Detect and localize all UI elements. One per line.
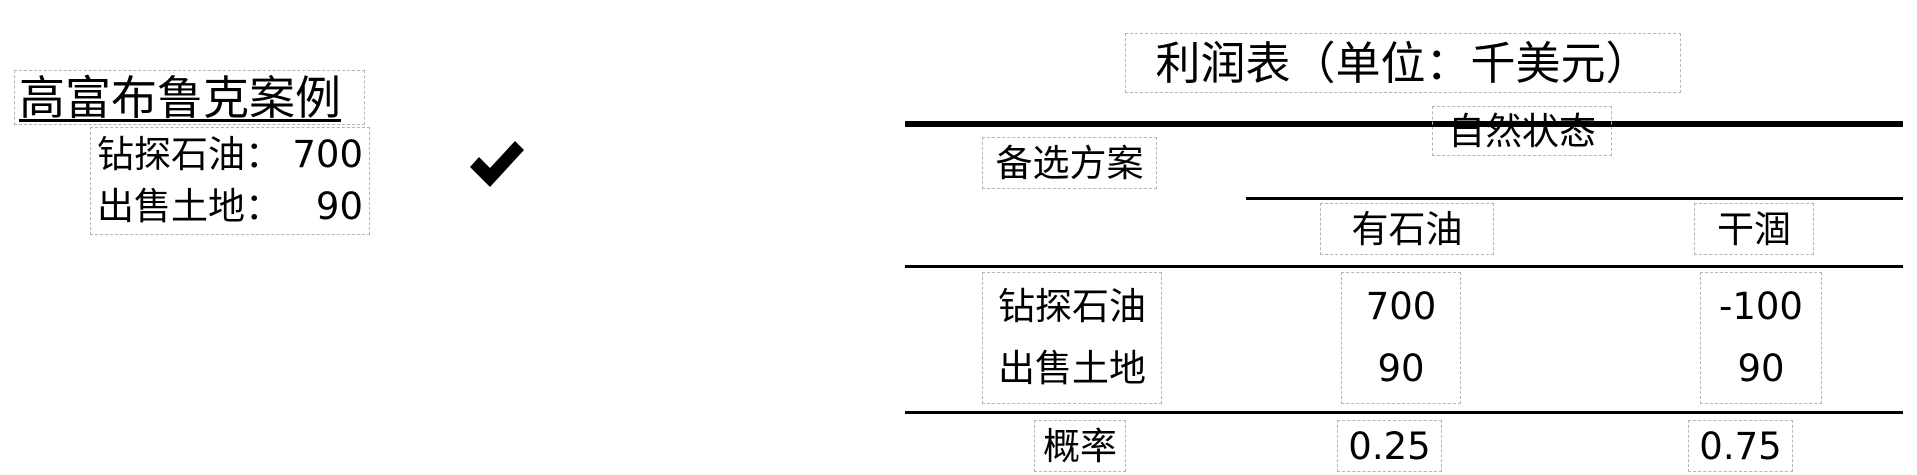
table-cell-value: 700	[1365, 285, 1437, 328]
probability-dry-value: 0.75	[1688, 420, 1793, 472]
row-header-label: 备选方案	[995, 141, 1144, 185]
probability-label: 概率	[1043, 424, 1117, 468]
column-header-label: 有石油	[1351, 207, 1463, 251]
table-row-label: 出售土地	[998, 347, 1146, 390]
page-title: 高富布鲁克案例	[19, 70, 341, 125]
probability-value: 0.25	[1348, 424, 1431, 468]
group-header-label: 自然状态	[1448, 109, 1596, 153]
table-column-oil-values: 700 90	[1341, 272, 1461, 404]
checkmark-icon	[466, 138, 528, 190]
column-header-oil: 有石油	[1320, 203, 1494, 255]
table-title-box: 利润表（单位：千美元）	[1125, 33, 1681, 93]
case-options-box: 钻探石油： 700 出售土地： 90	[90, 127, 370, 235]
case-option-label: 出售土地：	[97, 185, 282, 228]
table-row-labels: 钻探石油 出售土地	[982, 272, 1162, 404]
table-title: 利润表（单位：千美元）	[1155, 36, 1651, 90]
case-option-value: 90	[315, 185, 363, 228]
case-title-box: 高富布鲁克案例	[14, 70, 365, 125]
probability-row-label: 概率	[1034, 420, 1126, 472]
table-cell-value: 90	[1737, 347, 1785, 390]
table-cell-value: -100	[1719, 285, 1803, 328]
body-bottom-rule	[905, 411, 1903, 414]
table-top-rule	[905, 121, 1903, 127]
case-option-value: 700	[292, 133, 363, 176]
case-option-row: 钻探石油： 700	[97, 129, 363, 181]
table-column-dry-values: -100 90	[1700, 272, 1822, 404]
probability-oil-value: 0.25	[1337, 420, 1442, 472]
column-header-dry: 干涸	[1694, 203, 1814, 255]
header-bottom-rule	[905, 265, 1903, 268]
table-row-label: 钻探石油	[998, 285, 1146, 328]
probability-value: 0.75	[1699, 424, 1782, 468]
group-header-rule	[1246, 197, 1903, 200]
case-option-row: 出售土地： 90	[97, 181, 363, 233]
column-header-label: 干涸	[1717, 207, 1791, 251]
row-header-alternatives: 备选方案	[982, 137, 1157, 189]
case-option-label: 钻探石油：	[97, 133, 282, 176]
group-header-states: 自然状态	[1432, 106, 1612, 156]
table-cell-value: 90	[1377, 347, 1425, 390]
case-summary-panel: 高富布鲁克案例 钻探石油： 700 出售土地： 90	[0, 0, 560, 475]
